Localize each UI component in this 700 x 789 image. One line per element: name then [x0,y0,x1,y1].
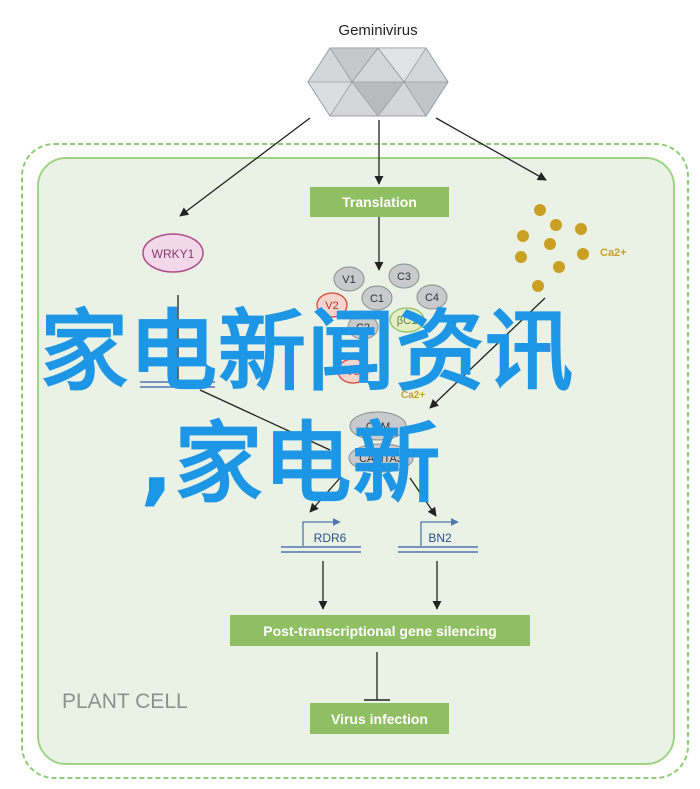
virus-infection-box [310,703,449,734]
ptgs-box [230,615,530,646]
rdr6-gene [281,518,361,553]
calcium-label: Ca2+ [600,247,627,259]
viral-protein-cluster [316,263,448,384]
bn2-label: BN2 [428,531,452,545]
v1-node [333,266,365,292]
betac1-node [389,307,425,333]
virus-label: Geminivirus [338,22,417,39]
wrky1-label: WRKY1 [152,247,195,261]
c2-label: C2 [356,322,370,334]
betac1-label: βC1 [397,315,417,327]
c3-node [388,263,420,289]
v3-node [337,358,369,384]
wrky1-node [142,233,204,273]
arrow-virus-to-calcium [435,117,547,181]
camta3-node [348,443,414,473]
watermark-text-line2: ,家电新 [140,412,442,515]
v2-label: V2 [325,300,338,312]
translation-label: Translation [342,194,417,210]
icosahedron-virus-icon [307,47,449,117]
v3-label: V3 [346,366,359,378]
arrow-camta3-to-bn2 [409,477,437,517]
ptgs-label: Post-transcriptional gene silencing [263,623,496,639]
c4-node [416,284,448,310]
arrow-camta3-to-rdr6 [309,477,341,513]
c2-node [347,314,379,340]
c3-label: C3 [397,271,411,283]
cam-node [349,411,407,441]
calcium-ion-cluster [515,204,589,292]
v2-node [316,292,348,318]
plant-cell-label: PLANT CELL [62,690,188,713]
arrow-virus-to-wrky1 [179,117,311,217]
c1-label: C1 [370,293,384,305]
line-wrky1-to-camta3 [199,389,331,451]
translation-box [310,187,449,217]
c1-node [361,285,393,311]
c4-label: C4 [425,292,439,304]
arrow-calcium-to-cam [429,297,546,409]
cam-label: CAM [366,421,390,433]
bn2-gene [398,518,478,553]
virus-infection-label: Virus infection [331,711,428,727]
plant-cell-outer-border [21,143,689,779]
camta3-label: CAMTA3 [359,453,403,465]
watermark-text-line1: 家电新闻资讯 [40,300,575,403]
v1-label: V1 [342,274,355,286]
calcium-label-inner: Ca2+ [401,390,425,401]
rdr6-label: RDR6 [314,531,347,545]
